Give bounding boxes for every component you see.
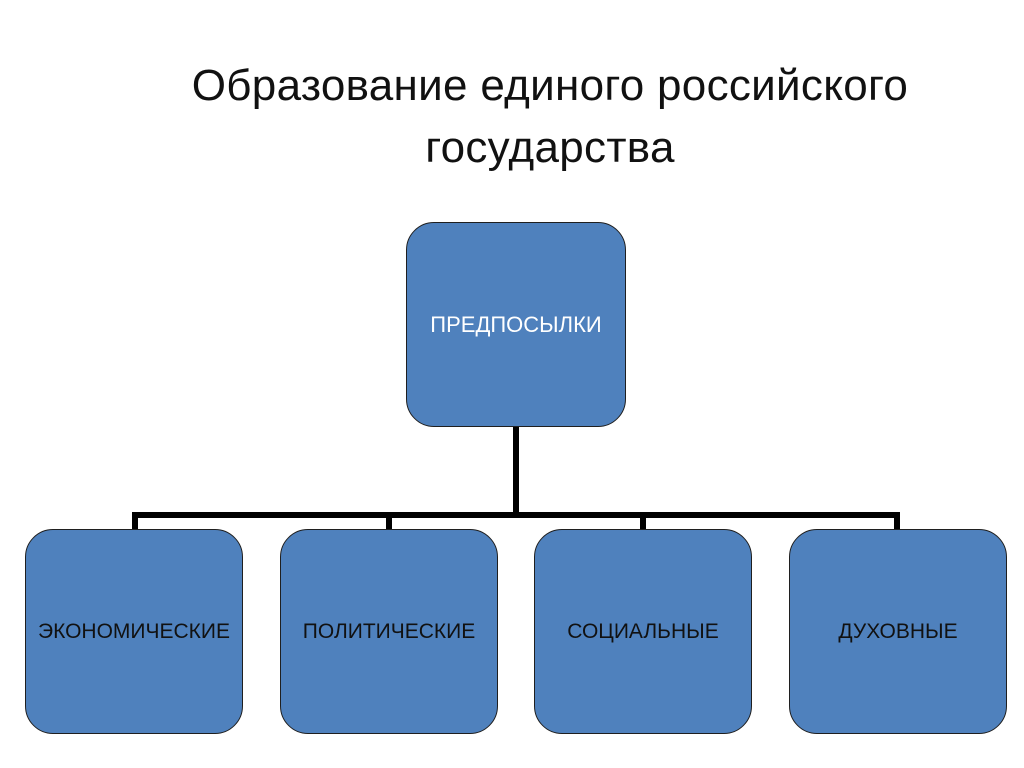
node-social: СОЦИАЛЬНЫЕ: [534, 529, 752, 734]
slide-title: Образование единого российского государс…: [150, 55, 950, 179]
slide-title-line-2: государства: [425, 123, 675, 172]
node-prerequisites: ПРЕДПОСЫЛКИ: [406, 222, 626, 427]
node-spiritual-label: ДУХОВНЫЕ: [838, 619, 958, 643]
node-political: ПОЛИТИЧЕСКИЕ: [280, 529, 498, 734]
slide-title-line-1: Образование единого российского: [191, 61, 909, 110]
node-prerequisites-label: ПРЕДПОСЫЛКИ: [430, 311, 602, 337]
node-social-label: СОЦИАЛЬНЫЕ: [567, 619, 719, 643]
node-political-label: ПОЛИТИЧЕСКИЕ: [302, 619, 476, 643]
node-spiritual: ДУХОВНЫЕ: [789, 529, 1007, 734]
node-economic-label: ЭКОНОМИЧЕСКИЕ: [37, 619, 230, 643]
node-economic: ЭКОНОМИЧЕСКИЕ: [25, 529, 243, 734]
